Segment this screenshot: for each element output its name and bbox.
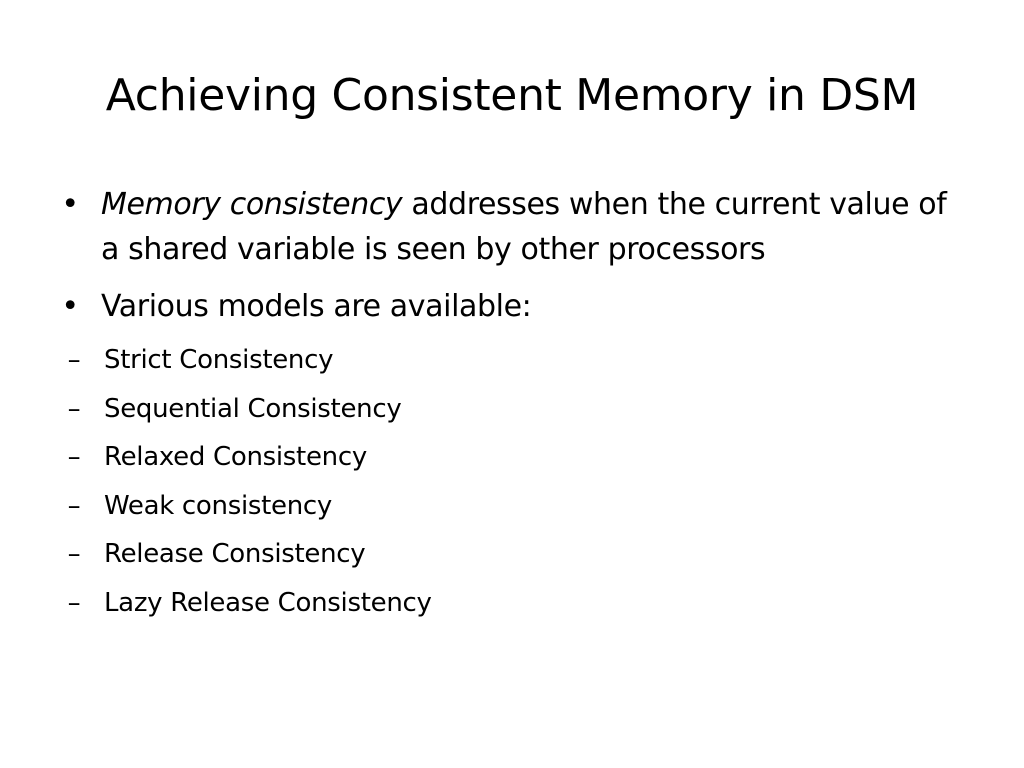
- slide-title: Achieving Consistent Memory in DSM: [105, 70, 919, 121]
- models-sub-list: – Strict Consistency – Sequential Consis…: [60, 341, 960, 622]
- sub-item-text: Lazy Release Consistency: [104, 587, 432, 618]
- sub-item-sequential-consistency: – Sequential Consistency: [60, 390, 960, 428]
- dash-marker: –: [67, 490, 81, 521]
- dash-marker: –: [67, 539, 81, 569]
- sub-item-text: Sequential Consistency: [104, 393, 402, 424]
- sub-item-text: Weak consistency: [104, 490, 332, 521]
- bullet-emphasis-text: Memory consistency: [101, 187, 403, 222]
- sub-list-container: – Strict Consistency – Sequential Consis…: [60, 341, 960, 622]
- dash-marker: –: [67, 393, 81, 424]
- sub-item-text: Strict Consistency: [104, 345, 334, 375]
- slide-body: • Memory consistency addresses when the …: [60, 182, 960, 632]
- sub-item-lazy-release-consistency: – Lazy Release Consistency: [60, 584, 960, 622]
- sub-item-strict-consistency: – Strict Consistency: [60, 341, 960, 379]
- bullet-marker: •: [61, 187, 79, 222]
- dash-marker: –: [67, 587, 81, 618]
- bullet-memory-consistency: • Memory consistency addresses when the …: [60, 182, 960, 272]
- dash-marker: –: [67, 345, 81, 375]
- sub-item-text: Relaxed Consistency: [104, 442, 367, 472]
- bullet-marker: •: [61, 289, 79, 324]
- bullet-text: Various models are available:: [101, 289, 532, 324]
- dash-marker: –: [67, 442, 81, 472]
- sub-item-text: Release Consistency: [104, 539, 366, 569]
- sub-item-weak-consistency: – Weak consistency: [60, 487, 960, 525]
- bullet-text: addresses when the current value of a sh…: [101, 187, 947, 267]
- bullet-various-models: • Various models are available:: [60, 284, 960, 329]
- sub-item-relaxed-consistency: – Relaxed Consistency: [60, 438, 960, 476]
- sub-item-release-consistency: – Release Consistency: [60, 535, 960, 573]
